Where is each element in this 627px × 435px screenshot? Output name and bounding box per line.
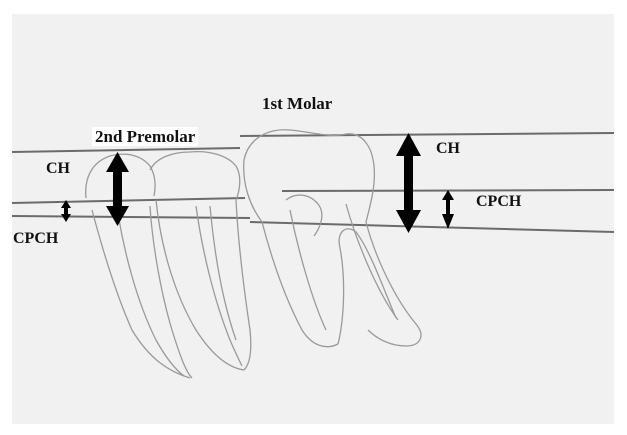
ch-arrow-left: [106, 152, 129, 226]
ch-arrow-right: [396, 133, 421, 233]
premolar-outline-left: [86, 154, 192, 378]
crown-top-line-right: [240, 133, 614, 136]
cpch-label-left: CPCH: [13, 231, 58, 247]
cpch-line-upper: [12, 198, 245, 203]
cpch-label-right: CPCH: [476, 194, 521, 210]
ch-label-right: CH: [436, 141, 460, 157]
second-premolar-outline: [150, 152, 251, 370]
baseline-lower-right: [250, 222, 614, 232]
cpch-arrow-left: [61, 200, 71, 222]
second-premolar-label: 2nd Premolar: [92, 127, 198, 146]
baseline-lower-left: [12, 216, 250, 218]
cpch-arrow-right: [442, 190, 454, 229]
first-molar-label: 1st Molar: [262, 95, 332, 112]
ch-label-left: CH: [46, 161, 70, 177]
first-molar-outline: [244, 130, 421, 347]
